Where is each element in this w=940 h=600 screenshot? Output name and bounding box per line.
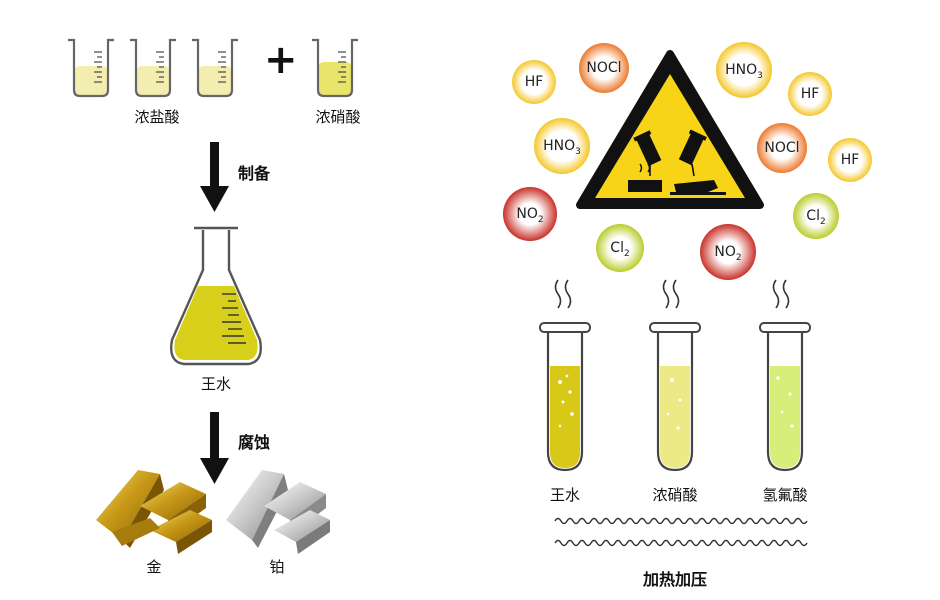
arrow-down-icon [200, 412, 229, 484]
vapor-icon [772, 279, 790, 309]
tube-label-nitric-acid: 浓硝酸 [652, 486, 698, 504]
hno3-label: 浓硝酸 [315, 108, 361, 126]
gas-formula: NOCl [586, 60, 621, 76]
gas-formula: NO2 [714, 244, 741, 263]
step-prepare-label: 制备 [238, 164, 271, 183]
gas-bubble: HF [828, 138, 872, 182]
aqua-regia-flask [170, 226, 262, 366]
gas-bubble: Cl2 [596, 224, 644, 272]
platinum-label: 铂 [269, 558, 285, 576]
gas-bubble: NOCl [757, 123, 807, 173]
gas-formula: HF [801, 86, 820, 102]
hcl-label: 浓盐酸 [134, 108, 180, 126]
hno3-beaker [312, 38, 358, 98]
gas-formula: HNO3 [725, 62, 763, 81]
plus-sign: + [264, 37, 298, 83]
condition-label: 加热加压 [642, 570, 708, 589]
test-tube-nitric-acid [649, 322, 701, 472]
gas-bubble: Cl2 [793, 193, 839, 239]
platinum-bars-image [226, 470, 330, 554]
gas-formula: HNO3 [543, 138, 581, 157]
arrow-down-icon [200, 142, 229, 212]
gas-formula: HF [525, 74, 544, 90]
vapor-icon [662, 279, 680, 309]
gas-bubble: HF [512, 60, 556, 104]
gas-bubble: HNO3 [534, 118, 590, 174]
gas-bubble: NO2 [503, 187, 557, 241]
gas-formula: NOCl [764, 140, 799, 156]
vapor-icon [554, 279, 572, 309]
flask-label: 王水 [200, 375, 232, 393]
hcl-beaker-2 [130, 38, 176, 98]
gas-formula: HF [841, 152, 860, 168]
tube-label-hydrofluoric-acid: 氢氟酸 [762, 486, 808, 504]
gold-label: 金 [146, 558, 162, 576]
gas-bubble: HF [788, 72, 832, 116]
step-corrode-label: 腐蚀 [238, 433, 271, 452]
hcl-beaker-1 [68, 38, 114, 98]
hcl-beaker-3 [192, 38, 238, 98]
gas-bubble: HNO3 [716, 42, 772, 98]
gas-bubble: NOCl [579, 43, 629, 93]
corrosive-warning-icon [576, 50, 764, 209]
heat-wave-icon [554, 517, 808, 547]
test-tube-hydrofluoric-acid [759, 322, 811, 472]
gas-bubble: NO2 [700, 224, 756, 280]
tube-label-aqua-regia: 王水 [549, 486, 581, 504]
gas-formula: NO2 [516, 206, 543, 225]
gold-bars-image [96, 470, 212, 554]
test-tube-aqua-regia [539, 322, 591, 472]
